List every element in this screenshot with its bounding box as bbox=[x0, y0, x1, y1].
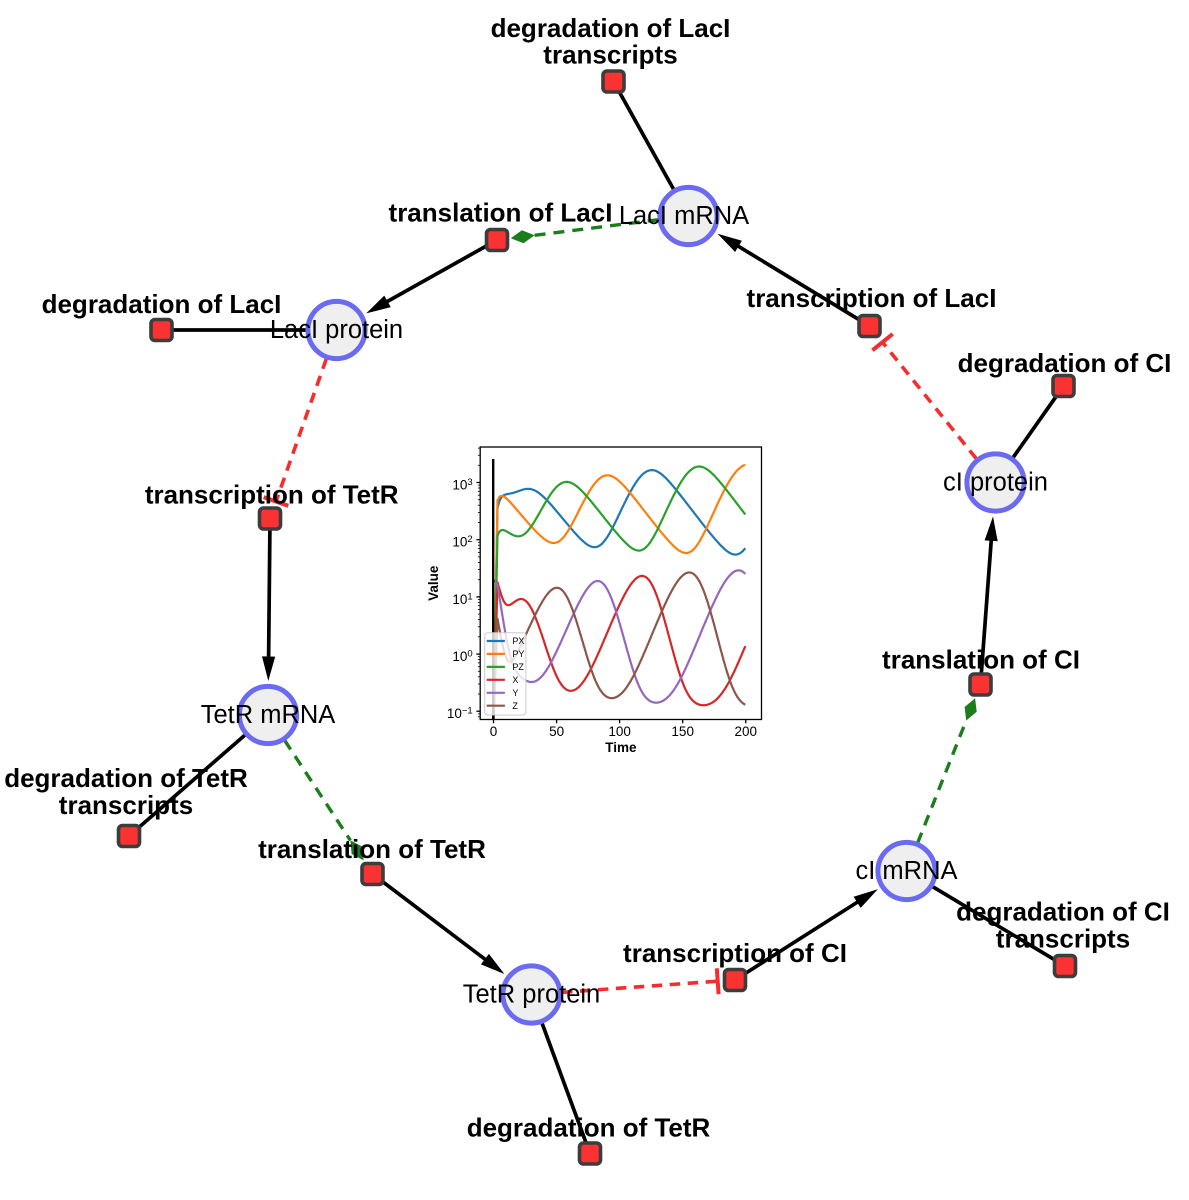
svg-text:degradation of CI: degradation of CI bbox=[956, 897, 1170, 927]
svg-text:TetR protein: TetR protein bbox=[463, 981, 601, 1009]
svg-text:translation of TetR: translation of TetR bbox=[258, 834, 486, 864]
svg-text:100: 100 bbox=[608, 724, 631, 739]
svg-text:degradation of LacI: degradation of LacI bbox=[42, 289, 282, 319]
svg-text:translation of LacI: translation of LacI bbox=[389, 198, 613, 228]
svg-text:degradation of TetR: degradation of TetR bbox=[4, 763, 248, 793]
svg-text:translation of CI: translation of CI bbox=[882, 645, 1080, 675]
svg-text:degradation of TetR: degradation of TetR bbox=[467, 1113, 711, 1143]
svg-text:degradation of CI: degradation of CI bbox=[958, 348, 1172, 378]
svg-text:50: 50 bbox=[549, 724, 564, 739]
svg-text:transcription of LacI: transcription of LacI bbox=[747, 283, 997, 313]
svg-text:LacI mRNA: LacI mRNA bbox=[619, 202, 749, 230]
svg-text:Y: Y bbox=[512, 688, 518, 698]
svg-text:200: 200 bbox=[735, 724, 758, 739]
svg-text:degradation of LacI: degradation of LacI bbox=[491, 13, 731, 43]
svg-text:transcripts: transcripts bbox=[543, 40, 677, 70]
svg-text:0: 0 bbox=[490, 724, 498, 739]
svg-text:Time: Time bbox=[605, 740, 637, 755]
svg-text:PZ: PZ bbox=[512, 662, 524, 672]
svg-text:cI mRNA: cI mRNA bbox=[856, 857, 958, 885]
svg-text:transcripts: transcripts bbox=[996, 924, 1130, 954]
svg-text:transcripts: transcripts bbox=[59, 790, 193, 820]
svg-text:Z: Z bbox=[512, 701, 518, 711]
svg-text:transcription of TetR: transcription of TetR bbox=[145, 480, 399, 510]
svg-text:X: X bbox=[512, 675, 518, 685]
svg-text:transcription of CI: transcription of CI bbox=[623, 938, 847, 968]
svg-text:150: 150 bbox=[671, 724, 694, 739]
svg-text:PY: PY bbox=[512, 649, 524, 659]
svg-text:LacI protein: LacI protein bbox=[270, 316, 403, 344]
svg-text:Value: Value bbox=[426, 565, 441, 601]
svg-text:cI protein: cI protein bbox=[943, 469, 1048, 497]
svg-text:TetR mRNA: TetR mRNA bbox=[201, 701, 336, 729]
svg-text:PX: PX bbox=[512, 636, 524, 646]
